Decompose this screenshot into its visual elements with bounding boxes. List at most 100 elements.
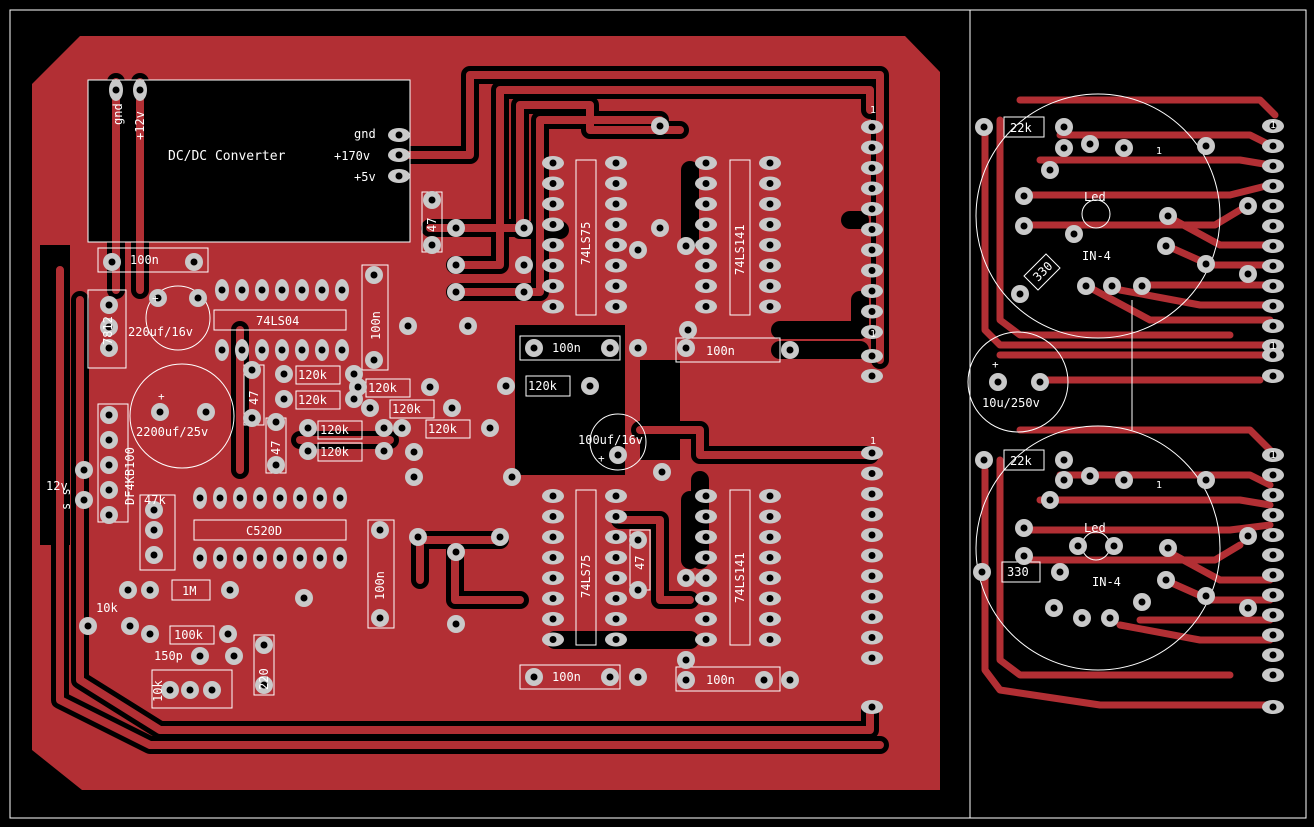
pad-hole bbox=[1269, 372, 1277, 380]
pad-hole bbox=[1269, 351, 1277, 359]
pad-hole bbox=[105, 344, 113, 352]
pad-hole bbox=[338, 286, 346, 294]
label-c520d: C520D bbox=[246, 524, 282, 538]
pad-hole bbox=[658, 468, 666, 476]
pad-hole bbox=[612, 492, 620, 500]
label-plus-c: + bbox=[598, 452, 605, 465]
pad-hole bbox=[868, 511, 876, 518]
pad-hole bbox=[370, 271, 378, 279]
pad-hole bbox=[300, 594, 308, 602]
board-outline bbox=[9, 9, 1307, 819]
pad-hole bbox=[549, 636, 557, 643]
pad-hole bbox=[1110, 542, 1118, 550]
pad-hole bbox=[256, 554, 264, 562]
label-pin1-f: 1 bbox=[1270, 450, 1276, 461]
pad-hole bbox=[868, 123, 876, 131]
label-r330-b: 330 bbox=[1007, 565, 1029, 579]
pad-hole bbox=[766, 615, 774, 623]
label-r22k-b: 22k bbox=[1010, 454, 1032, 468]
pad-hole bbox=[682, 676, 690, 684]
pad-hole bbox=[105, 323, 113, 331]
pad-hole bbox=[105, 461, 113, 469]
label-bridge: DF4KB100 bbox=[123, 447, 137, 505]
pad-hole bbox=[766, 554, 774, 561]
label-5v: +5v bbox=[354, 170, 376, 184]
label-c100n-f: 100n bbox=[552, 670, 581, 684]
label-74ls75-bot: 74LS75 bbox=[579, 555, 593, 598]
pad-hole bbox=[146, 630, 154, 638]
pad-hole bbox=[452, 224, 460, 232]
pad-hole bbox=[186, 686, 194, 694]
pad-hole bbox=[304, 424, 312, 432]
pad-hole bbox=[1078, 614, 1086, 622]
pad-hole bbox=[194, 294, 202, 302]
label-r47-mid: 47 bbox=[633, 556, 647, 570]
pad-hole bbox=[702, 262, 710, 269]
pad-hole bbox=[702, 615, 710, 623]
pad-hole bbox=[124, 586, 132, 594]
pad-hole bbox=[272, 418, 280, 426]
labels: gnd +12v DC/DC Converter gnd +170v +5v 4… bbox=[46, 103, 1276, 702]
pad-hole bbox=[766, 159, 774, 167]
pad-hole bbox=[868, 531, 876, 539]
pad-hole bbox=[448, 404, 456, 412]
pad-hole bbox=[1036, 378, 1044, 386]
pad-hole bbox=[278, 346, 286, 354]
pad-hole bbox=[612, 513, 620, 520]
pad-hole bbox=[126, 622, 134, 630]
pad-hole bbox=[612, 574, 620, 582]
pad-hole bbox=[1269, 531, 1277, 539]
pad-hole bbox=[530, 344, 538, 352]
pad-hole bbox=[614, 451, 622, 459]
label-sw: s s bbox=[59, 488, 73, 510]
pad-hole bbox=[1269, 571, 1277, 579]
pad-hole bbox=[508, 473, 516, 481]
pad-hole bbox=[256, 494, 264, 502]
pads bbox=[75, 79, 1284, 714]
pad-hole bbox=[702, 574, 710, 582]
pad-hole bbox=[236, 554, 244, 562]
pad-hole bbox=[486, 424, 494, 432]
pad-hole bbox=[1070, 230, 1078, 238]
pad-hole bbox=[316, 554, 324, 562]
pad-hole bbox=[216, 554, 224, 562]
pad-hole bbox=[868, 308, 876, 315]
pad-hole bbox=[1269, 651, 1277, 659]
pad-hole bbox=[1269, 142, 1277, 150]
pad-hole bbox=[298, 286, 306, 294]
pad-hole bbox=[1046, 166, 1054, 174]
label-plus-b: + bbox=[158, 390, 165, 403]
pad-hole bbox=[1138, 598, 1146, 606]
pad-hole bbox=[238, 346, 246, 354]
pad-hole bbox=[634, 344, 642, 352]
pad-hole bbox=[1086, 472, 1094, 480]
pad-hole bbox=[224, 630, 232, 638]
pad-hole bbox=[248, 414, 256, 422]
pad-hole bbox=[196, 554, 204, 562]
pad-hole bbox=[376, 526, 384, 534]
pad-hole bbox=[258, 346, 266, 354]
pad-hole bbox=[868, 246, 876, 254]
pad-hole bbox=[549, 262, 557, 269]
pad-hole bbox=[276, 494, 284, 502]
pad-hole bbox=[766, 241, 774, 249]
label-r1m: 1M bbox=[182, 584, 196, 598]
pad-hole bbox=[868, 552, 876, 559]
pad-hole bbox=[1020, 524, 1028, 532]
pad-hole bbox=[612, 159, 620, 167]
pad-hole bbox=[868, 490, 876, 498]
pad-hole bbox=[366, 404, 374, 412]
pad-hole bbox=[868, 593, 876, 600]
pad-hole bbox=[1046, 496, 1054, 504]
pad-hole bbox=[296, 554, 304, 562]
pad-hole bbox=[208, 686, 216, 694]
pad-hole bbox=[150, 526, 158, 534]
label-c100n-c: 100n bbox=[373, 571, 387, 600]
pad-hole bbox=[350, 395, 358, 403]
pad-hole bbox=[350, 370, 358, 378]
pad-hole bbox=[376, 614, 384, 622]
pad-hole bbox=[1269, 591, 1277, 599]
pad-hole bbox=[868, 287, 876, 295]
pad-hole bbox=[1086, 140, 1094, 148]
pad-hole bbox=[868, 449, 876, 457]
